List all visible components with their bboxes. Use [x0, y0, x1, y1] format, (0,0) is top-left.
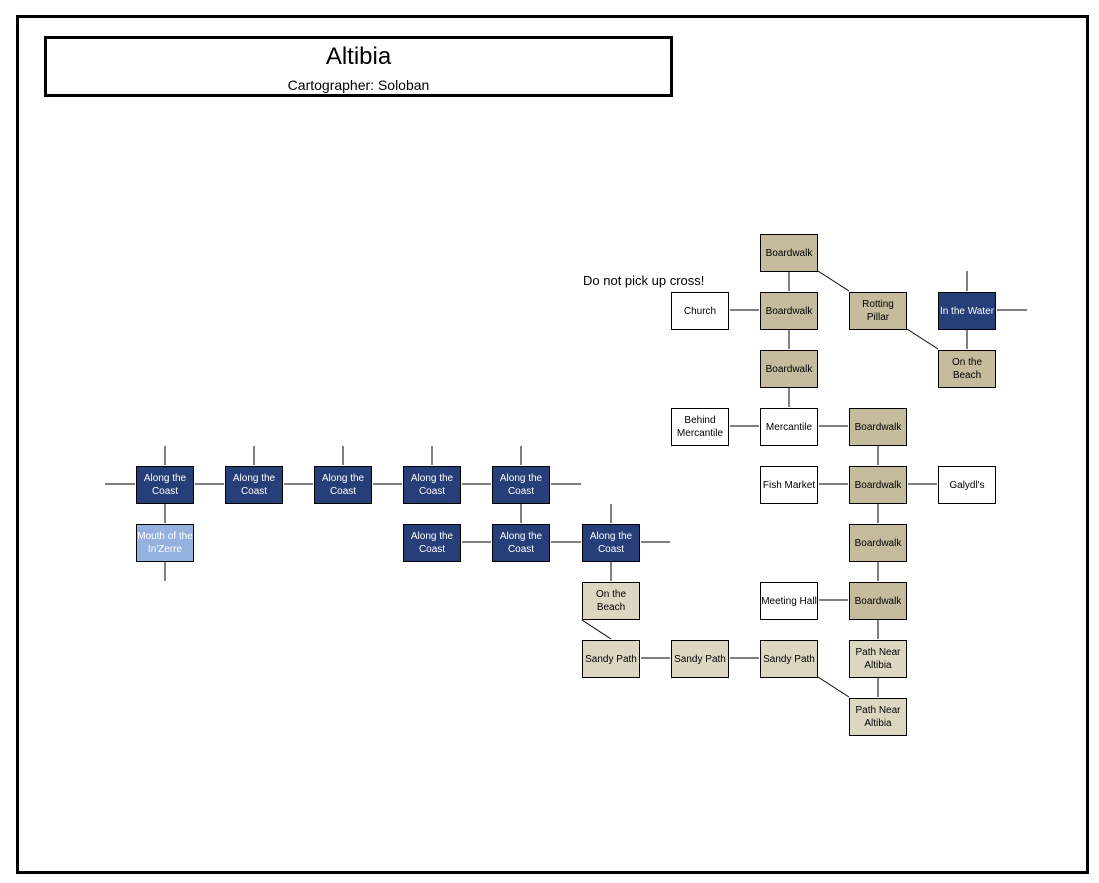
room-mercantile[interactable]: Mercantile: [760, 408, 818, 446]
room-label: Meeting Hall: [761, 595, 817, 607]
room-along-the-coast[interactable]: Along the Coast: [225, 466, 283, 504]
room-label: Boardwalk: [854, 479, 902, 491]
link: [817, 270, 850, 292]
room-on-the-beach[interactable]: On the Beach: [938, 350, 996, 388]
room-on-the-beach[interactable]: On the Beach: [582, 582, 640, 620]
room-sandy-path[interactable]: Sandy Path: [671, 640, 729, 678]
room-path-near-altibia[interactable]: Path Near Altibia: [849, 698, 907, 736]
room-church[interactable]: Church: [671, 292, 729, 330]
room-boardwalk[interactable]: Boardwalk: [849, 582, 907, 620]
room-path-near-altibia[interactable]: Path Near Altibia: [849, 640, 907, 678]
room-rotting-pillar[interactable]: Rotting Pillar: [849, 292, 907, 330]
room-label: Mercantile: [765, 421, 813, 433]
room-along-the-coast[interactable]: Along the Coast: [403, 466, 461, 504]
room-label: Boardwalk: [854, 595, 902, 607]
room-label: Boardwalk: [854, 537, 902, 549]
room-label: Along the Coast: [410, 473, 454, 497]
room-along-the-coast[interactable]: Along the Coast: [136, 466, 194, 504]
room-boardwalk[interactable]: Boardwalk: [849, 408, 907, 446]
warning-note: Do not pick up cross!: [583, 273, 705, 288]
room-label: Boardwalk: [765, 247, 813, 259]
room-mouth-of-the-inzerre[interactable]: Mouth of the In'Zerre: [136, 524, 194, 562]
room-label: Boardwalk: [765, 305, 813, 317]
room-boardwalk[interactable]: Boardwalk: [849, 524, 907, 562]
room-label: On the Beach: [951, 357, 983, 381]
room-boardwalk[interactable]: Boardwalk: [760, 350, 818, 388]
room-meeting-hall[interactable]: Meeting Hall: [760, 582, 818, 620]
room-behind-mercantile[interactable]: Behind Mercantile: [671, 408, 729, 446]
room-label: Along the Coast: [499, 531, 543, 555]
room-label: Along the Coast: [232, 473, 276, 497]
room-label: In the Water: [939, 305, 995, 317]
room-label: Church: [683, 305, 717, 317]
room-label: Along the Coast: [499, 473, 543, 497]
room-along-the-coast[interactable]: Along the Coast: [582, 524, 640, 562]
link: [581, 619, 612, 640]
room-label: Galydl's: [949, 479, 985, 491]
room-label: Along the Coast: [589, 531, 633, 555]
room-sandy-path[interactable]: Sandy Path: [760, 640, 818, 678]
room-boardwalk[interactable]: Boardwalk: [849, 466, 907, 504]
room-label: Boardwalk: [854, 421, 902, 433]
link: [817, 676, 850, 698]
room-label: Mouth of the In'Zerre: [137, 531, 193, 555]
room-label: Behind Mercantile: [676, 415, 724, 439]
room-label: Path Near Altibia: [855, 705, 901, 729]
room-along-the-coast[interactable]: Along the Coast: [403, 524, 461, 562]
map-frame: [16, 15, 1089, 874]
cartographer-credit: Cartographer: Soloban: [44, 75, 673, 97]
room-galydls[interactable]: Galydl's: [938, 466, 996, 504]
room-along-the-coast[interactable]: Along the Coast: [492, 466, 550, 504]
room-in-the-water[interactable]: In the Water: [938, 292, 996, 330]
room-boardwalk[interactable]: Boardwalk: [760, 292, 818, 330]
room-label: Rotting Pillar: [862, 299, 894, 323]
room-label: Sandy Path: [674, 653, 726, 665]
link: [906, 328, 939, 350]
room-along-the-coast[interactable]: Along the Coast: [314, 466, 372, 504]
room-boardwalk[interactable]: Boardwalk: [760, 234, 818, 272]
room-label: Sandy Path: [763, 653, 815, 665]
room-label: Along the Coast: [321, 473, 365, 497]
room-label: Path Near Altibia: [855, 647, 901, 671]
room-along-the-coast[interactable]: Along the Coast: [492, 524, 550, 562]
room-label: Boardwalk: [765, 363, 813, 375]
map-title: Altibia: [44, 36, 673, 78]
room-fish-market[interactable]: Fish Market: [760, 466, 818, 504]
room-label: Fish Market: [762, 479, 816, 491]
room-label: Along the Coast: [410, 531, 454, 555]
room-sandy-path[interactable]: Sandy Path: [582, 640, 640, 678]
room-label: Along the Coast: [143, 473, 187, 497]
room-label: Sandy Path: [585, 653, 637, 665]
room-label: On the Beach: [595, 589, 627, 613]
